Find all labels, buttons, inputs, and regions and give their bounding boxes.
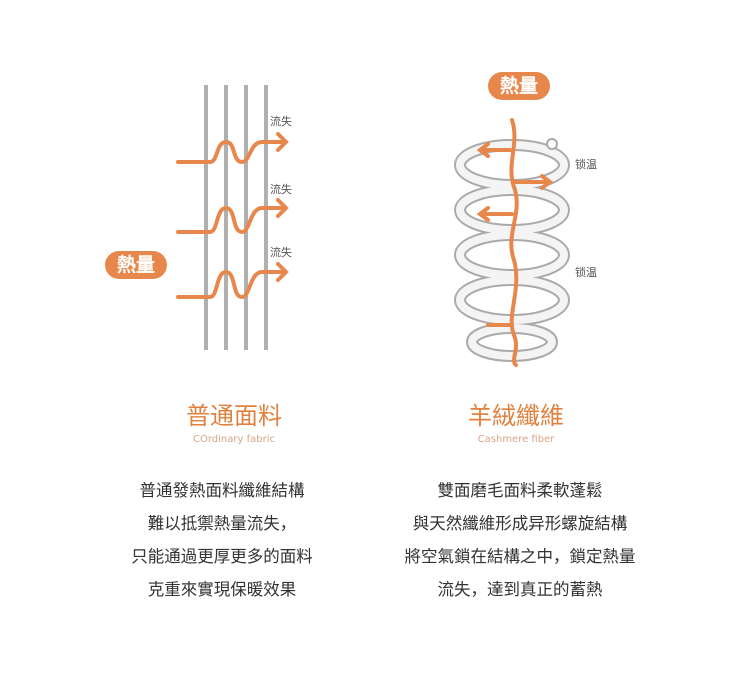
description-line: 雙面磨毛面料柔軟蓬鬆	[437, 481, 603, 500]
description-line: 流失，達到真正的蓄熱	[437, 580, 603, 599]
heat-loss-arrows	[176, 132, 289, 300]
lock-label: 锁温	[575, 266, 597, 279]
description-line: 克重來實現保暖效果	[147, 580, 297, 599]
ordinary-description: 普通發熱面料纖維結構 難以抵禦熱量流失， 只能通過更厚更多的面料 克重來實現保暖…	[72, 474, 372, 606]
fabric-fibers	[204, 85, 268, 350]
loss-label: 流失	[270, 183, 292, 196]
ordinary-title: 普通面料	[186, 402, 282, 430]
description-line: 普通發熱面料纖維結構	[139, 481, 305, 500]
loss-label: 流失	[270, 246, 292, 259]
description-line: 將空氣鎖在結構之中，鎖定熱量	[404, 547, 636, 566]
ordinary-subtitle: COrdinary fabric	[193, 434, 275, 445]
cashmere-spiral-diagram	[454, 118, 570, 367]
description-line: 只能通過更厚更多的面料	[131, 547, 313, 566]
lock-label: 锁温	[575, 158, 597, 171]
heat-badge: 熱量	[488, 72, 550, 100]
heat-retain-arrows	[476, 118, 554, 367]
heat-badge: 熱量	[105, 251, 167, 279]
description-line: 難以抵禦熱量流失，	[147, 514, 297, 533]
ordinary-fabric-diagram	[176, 85, 289, 350]
cashmere-description: 雙面磨毛面料柔軟蓬鬆 與天然纖維形成异形螺旋結構 將空氣鎖在結構之中，鎖定熱量 …	[350, 474, 690, 606]
cashmere-title: 羊絨纖維	[468, 402, 564, 430]
cashmere-subtitle: Cashmere fiber	[477, 434, 555, 445]
description-line: 與天然纖維形成异形螺旋結構	[412, 514, 628, 533]
loss-label: 流失	[270, 115, 292, 128]
